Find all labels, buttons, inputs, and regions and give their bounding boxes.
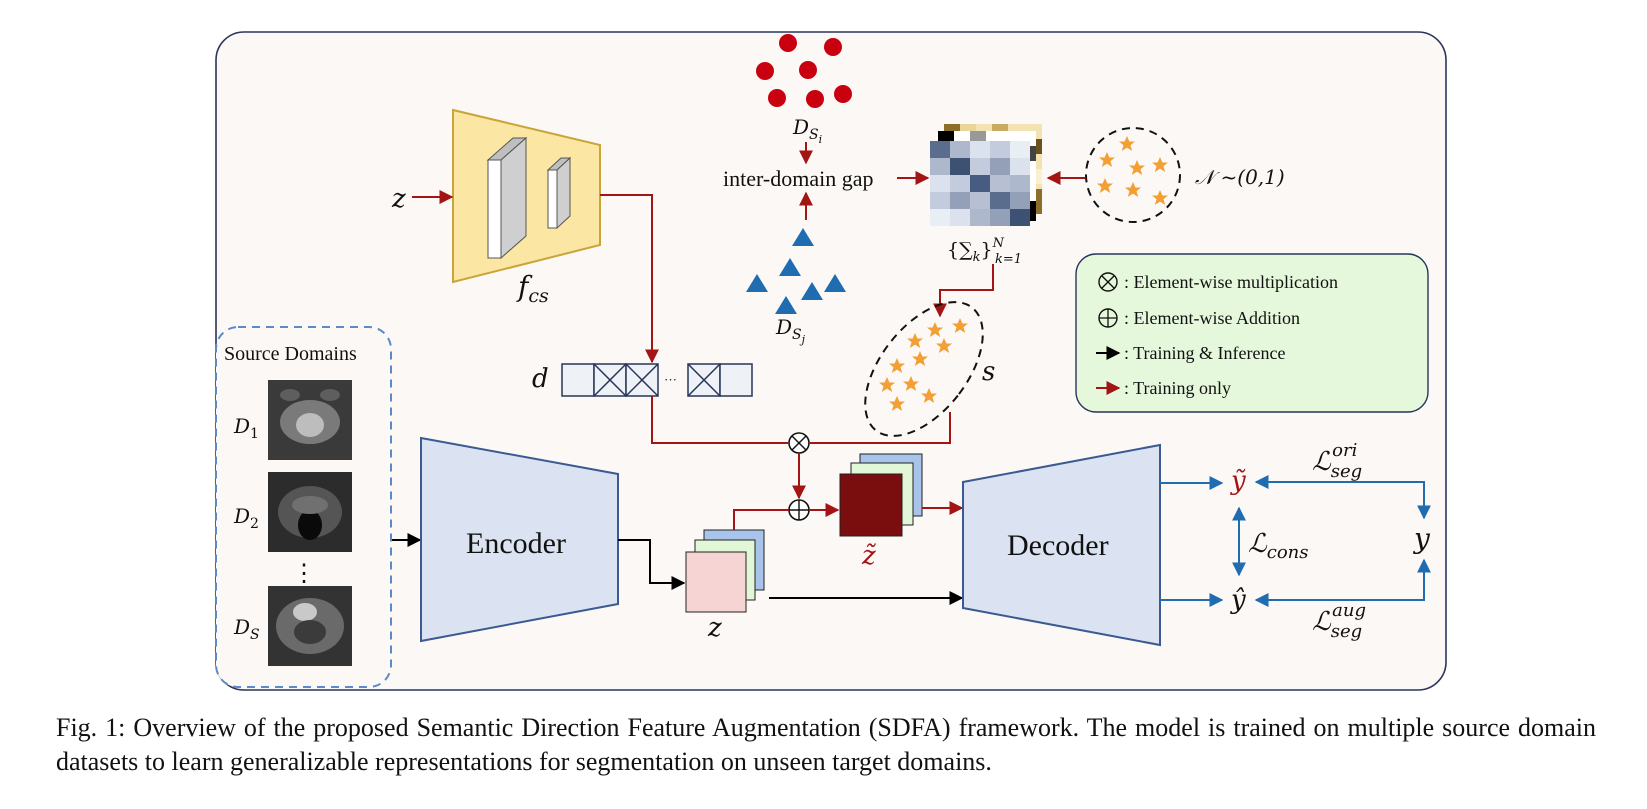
decoder-block [962, 443, 1161, 647]
z-tilde-feature-stack [839, 453, 923, 537]
legend-mult-icon [1098, 272, 1118, 292]
mri-image-ds [268, 586, 352, 666]
feature-generator-fcs [452, 108, 601, 284]
d-vector [561, 363, 753, 397]
arrow-fcs-to-d [600, 194, 659, 364]
legend-box [1075, 253, 1429, 413]
encoder-block [420, 436, 619, 643]
d-si-label: DSi [792, 115, 822, 146]
d1-label: D1 [233, 414, 259, 442]
z-feature-label: z [707, 613, 722, 643]
d-sj-label: DSj [775, 315, 806, 346]
vertical-dots: ⋮ [292, 561, 316, 587]
source-domains-label: Source Domains [224, 343, 357, 365]
mri-image-d2 [268, 472, 352, 552]
arrow-z-to-add [733, 509, 789, 530]
inter-domain-gap-label: inter-domain gap [723, 166, 873, 191]
d-vector-ellipsis: ··· [664, 372, 677, 387]
sdfa-framework-diagram: z fcs DSi inter-domain gap DSj [215, 31, 1447, 691]
legend-train-only-text: : Training only [1124, 378, 1231, 398]
legend-mult-text: : Element-wise multiplication [1124, 272, 1338, 292]
decoder-label: Decoder [1007, 529, 1109, 562]
legend-train-infer-text: : Training & Inference [1124, 343, 1285, 363]
y-tilde-label: ỹ [1230, 466, 1246, 496]
domain-si-dots [756, 34, 852, 108]
legend: : Element-wise multiplication : Element-… [1075, 253, 1429, 413]
l-cons-label: ℒcons [1248, 529, 1308, 563]
normal-dist-label: 𝒩 ~(0,1) [1195, 165, 1285, 189]
normal-distribution-circle [1085, 127, 1181, 223]
z-input-label: z [391, 184, 406, 214]
y-label: y [1412, 522, 1431, 555]
domain-sj-triangles [746, 228, 846, 314]
legend-add-text: : Element-wise Addition [1124, 308, 1300, 328]
arrow-s-to-mult [810, 412, 951, 444]
figure-caption: Fig. 1: Overview of the proposed Semanti… [56, 713, 1596, 776]
s-ellipse [864, 301, 984, 437]
arrow-y-to-yhat [1254, 558, 1431, 607]
source-domain-images [268, 380, 352, 666]
mri-image-d1 [268, 380, 352, 460]
arrow-d-to-mult [651, 396, 788, 444]
l-seg-aug-label: ℒsegaug [1312, 600, 1366, 642]
arrow-covariance-to-s [933, 264, 994, 318]
d2-label: D2 [233, 504, 259, 532]
arrow-y-to-ytilde [1254, 475, 1431, 520]
z-tilde-label: z̃ [861, 541, 877, 571]
arrow-encoder-to-z [618, 539, 686, 590]
s-label: s [982, 357, 995, 387]
ds-label: DS [233, 615, 260, 643]
l-seg-ori-label: ℒsegori [1312, 440, 1362, 482]
covariance-matrices [930, 124, 1042, 226]
d-vector-label: d [532, 364, 549, 394]
z-feature-stack [685, 529, 765, 613]
encoder-label: Encoder [466, 527, 566, 560]
y-hat-label: ŷ [1230, 585, 1246, 615]
